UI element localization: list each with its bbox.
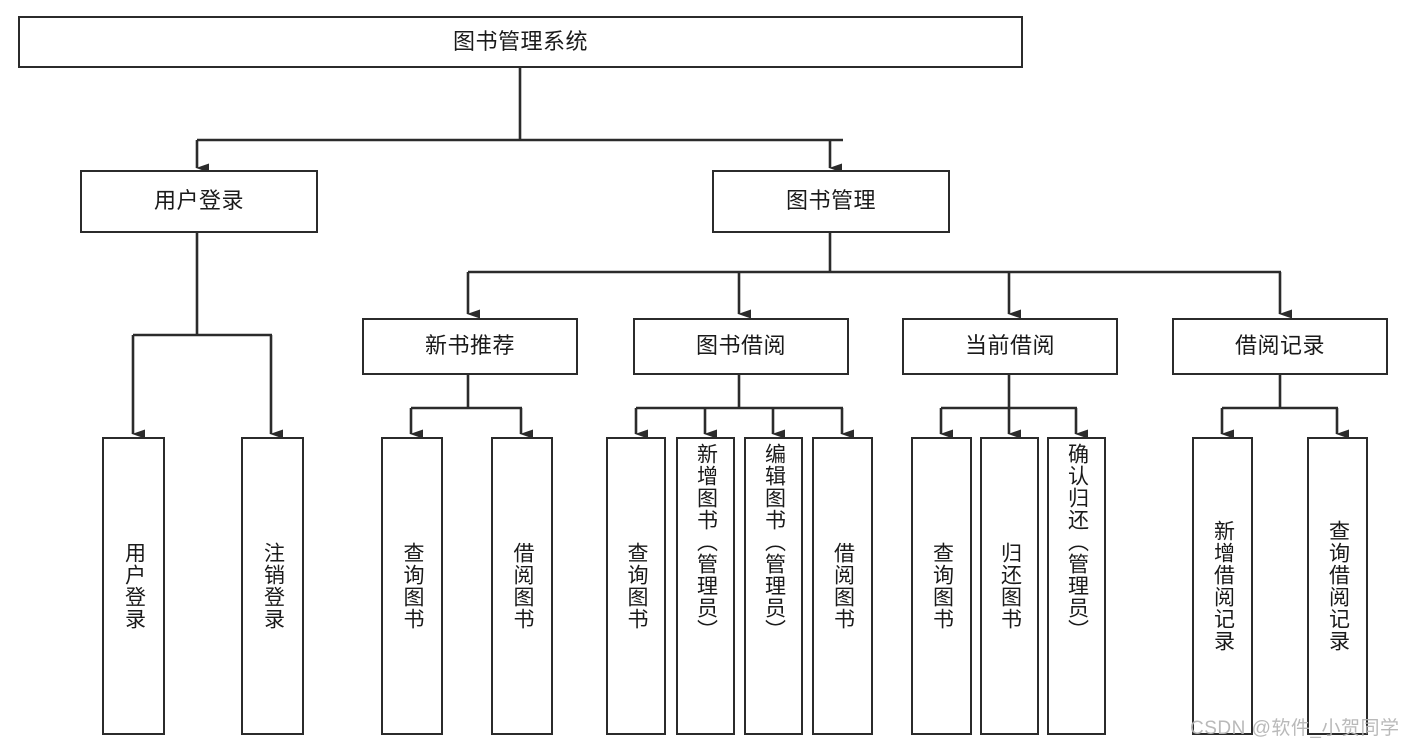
node-borrow-records[interactable]: 借阅记录	[1172, 318, 1388, 375]
node-root-library-system[interactable]: 图书管理系统	[18, 16, 1023, 68]
node-label: 新增借阅记录	[1211, 520, 1235, 652]
csdn-watermark: CSDN @软件_小贺同学	[1190, 718, 1400, 739]
node-label: 图书借阅	[695, 333, 786, 359]
node-label: 借阅图书	[511, 542, 535, 630]
node-label: 当前借阅	[964, 333, 1055, 359]
node-label: 借阅图书	[831, 542, 855, 630]
node-label: 新增图书（管理员）	[694, 443, 718, 641]
leaf-user-login[interactable]: 用户登录	[102, 437, 165, 735]
node-book-management[interactable]: 图书管理	[712, 170, 950, 233]
leaf-query-book-borrow[interactable]: 查询图书	[606, 437, 666, 735]
leaf-query-book-current[interactable]: 查询图书	[911, 437, 972, 735]
node-label: 查询图书	[930, 542, 954, 630]
leaf-add-book-admin[interactable]: 新增图书（管理员）	[676, 437, 735, 735]
leaf-borrow-book-recommend[interactable]: 借阅图书	[491, 437, 553, 735]
leaf-confirm-return-admin[interactable]: 确认归还（管理员）	[1047, 437, 1106, 735]
node-label: 注销登录	[261, 542, 285, 630]
leaf-query-borrow-record[interactable]: 查询借阅记录	[1307, 437, 1368, 735]
node-label: 图书管理	[785, 188, 876, 214]
node-current-borrow[interactable]: 当前借阅	[902, 318, 1118, 375]
node-label: 查询图书	[401, 542, 425, 630]
node-label: 借阅记录	[1234, 333, 1325, 359]
node-label: 编辑图书（管理员）	[762, 443, 786, 641]
leaf-logout-login[interactable]: 注销登录	[241, 437, 304, 735]
node-user-login[interactable]: 用户登录	[80, 170, 318, 233]
node-label: 归还图书	[998, 542, 1022, 630]
leaf-edit-book-admin[interactable]: 编辑图书（管理员）	[744, 437, 803, 735]
node-book-borrow[interactable]: 图书借阅	[633, 318, 849, 375]
leaf-query-book-recommend[interactable]: 查询图书	[381, 437, 443, 735]
leaf-add-borrow-record[interactable]: 新增借阅记录	[1192, 437, 1253, 735]
leaf-return-book[interactable]: 归还图书	[980, 437, 1039, 735]
node-label: 查询借阅记录	[1326, 520, 1350, 652]
leaf-borrow-book[interactable]: 借阅图书	[812, 437, 873, 735]
node-label: 新书推荐	[424, 333, 515, 359]
node-label: 查询图书	[625, 542, 649, 630]
node-label: 用户登录	[122, 542, 146, 630]
node-new-book-recommend[interactable]: 新书推荐	[362, 318, 578, 375]
node-label: 用户登录	[153, 188, 244, 214]
node-label: 确认归还（管理员）	[1065, 443, 1089, 641]
node-label: 图书管理系统	[452, 28, 588, 54]
